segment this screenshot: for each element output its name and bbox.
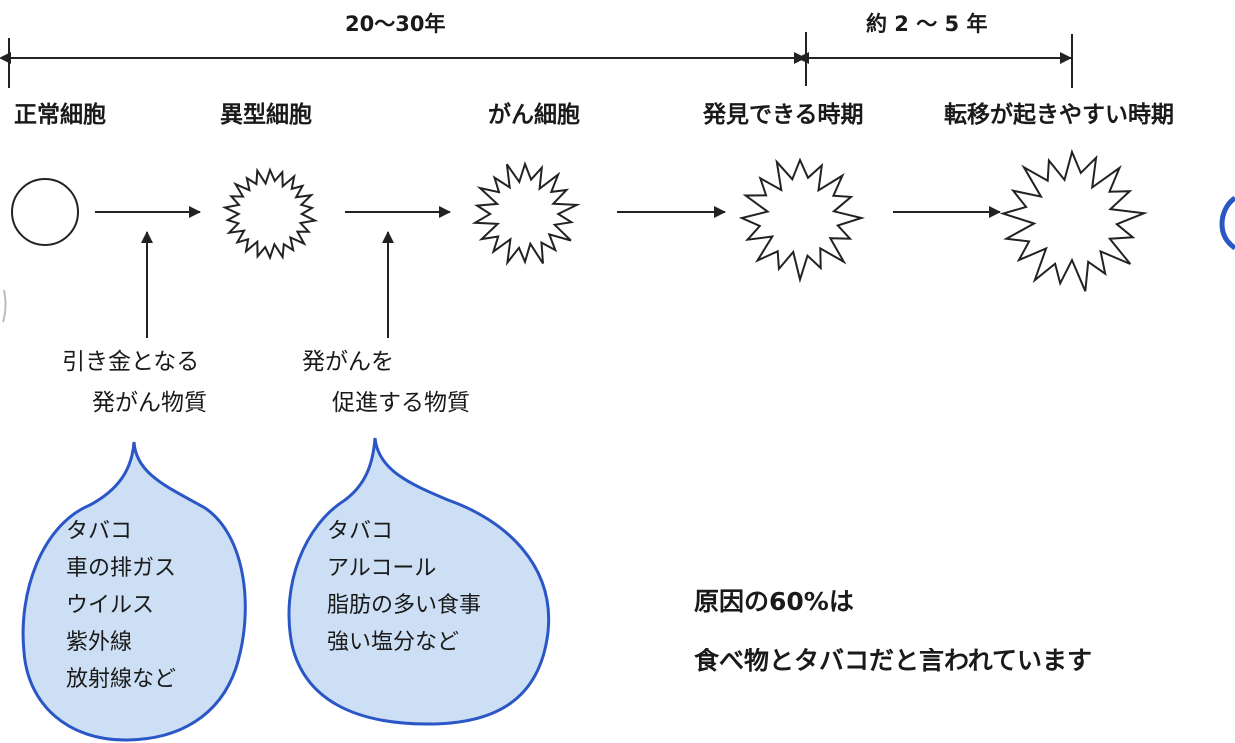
list-item: 紫外線 [66,630,133,655]
cancer-cell-icon [471,161,581,266]
list-item: ウイルス [66,593,155,618]
atypical-cell-icon [221,167,319,261]
list-item: タバコ [66,519,133,544]
stage-label-atypical-cell: 異型細胞 [220,102,312,128]
promoter-substance-line2: 促進する物質 [332,390,470,416]
list-item: 強い塩分など [327,630,460,655]
normal-cell-icon [11,178,79,246]
list-item: アルコール [327,556,437,581]
list-item: 脂肪の多い食事 [327,593,482,618]
promoter-substance-label: 発がんを 促進する物質 [302,342,470,424]
list-item: 車の排ガス [66,556,177,581]
trigger-carcinogen-line1: 引き金となる [62,349,200,375]
trigger-carcinogen-line2: 発がん物質 [92,390,207,416]
partial-bubble-edge [1219,195,1235,251]
promoter-list: タバコ アルコール 脂肪の多い食事 強い塩分など [327,513,481,661]
carcinogen-list: タバコ 車の排ガス ウイルス 紫外線 放射線など [66,513,176,698]
cause-note-line2: 食べ物とタバコだと言われています [694,648,1093,673]
promoter-bubble [287,437,551,726]
list-item: タバコ [327,519,394,544]
metastatic-cell-icon [999,148,1148,292]
promoter-substance-line1: 発がんを [302,349,394,375]
detectable-cell-icon [738,157,866,284]
duration-label-2-5-years: 約 2 〜 5 年 [866,12,988,36]
stage-label-normal-cell: 正常細胞 [14,102,106,128]
carcinogen-bubble [21,441,247,742]
duration-label-20-30-years: 20〜30年 [345,12,446,36]
stage-label-metastasis-prone: 転移が起きやすい時期 [944,102,1174,128]
cause-note-line1: 原因の60%は [694,587,854,616]
stage-label-cancer-cell: がん細胞 [488,102,580,128]
trigger-carcinogen-label: 引き金となる 発がん物質 [62,342,207,424]
stage-label-detectable: 発見できる時期 [703,102,864,128]
left-edge-mark [2,289,7,323]
list-item: 放射線など [66,667,177,692]
